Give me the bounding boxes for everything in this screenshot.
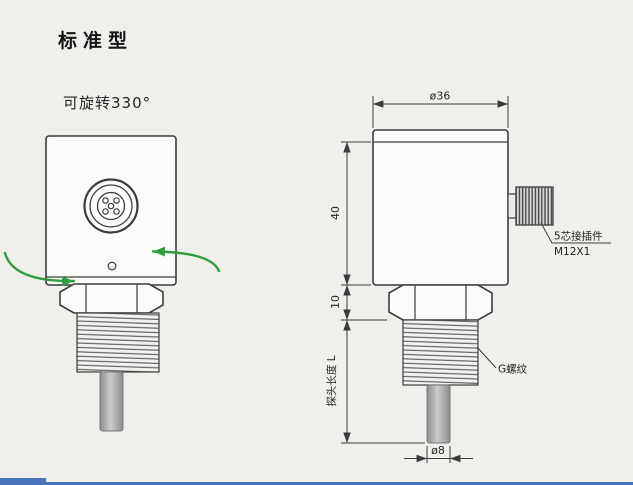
connector-label: 5芯接插件	[554, 230, 603, 243]
dim-label-probe-length: 探头长度 L	[325, 355, 338, 406]
dim-label-nut-height: 10	[329, 295, 342, 309]
side-body	[372, 129, 509, 286]
connector-leader-line	[540, 222, 611, 244]
front-connector	[83, 178, 139, 234]
bottom-window-edge	[0, 482, 633, 485]
side-connector	[507, 186, 554, 226]
connector-pin	[102, 208, 109, 215]
front-view	[3, 135, 221, 432]
connector-ring-mid	[89, 184, 133, 228]
thread-leader-line	[476, 346, 497, 369]
rotation-arrow-right	[151, 246, 221, 273]
dim-label-probe-diameter: ø8	[431, 444, 445, 457]
dim-label-diameter-top: ø36	[430, 90, 451, 103]
front-probe	[99, 371, 124, 432]
front-hex-nut	[59, 283, 164, 314]
bottom-window-edge-left	[0, 478, 46, 485]
connector-pin	[113, 197, 120, 204]
dim-diameter-top: ø36	[372, 90, 509, 128]
dim-label-body-height: 40	[329, 206, 342, 220]
connector-ring-inner	[96, 191, 126, 221]
side-probe	[426, 384, 451, 444]
rotation-arrow-left	[3, 251, 76, 287]
side-hex-nut	[388, 284, 493, 321]
front-led-indicator	[107, 261, 117, 271]
front-thread	[76, 312, 160, 373]
thread-label: G螺纹	[498, 363, 528, 376]
connector-pin	[113, 208, 120, 215]
connector-pin	[102, 197, 109, 204]
side-thread	[402, 319, 479, 386]
connector-pin	[107, 202, 115, 210]
page-title: 标准型	[58, 30, 134, 52]
dim-probe-diameter: ø8	[404, 444, 473, 463]
connector-spec-label: M12X1	[554, 246, 590, 258]
side-view: ø36 5芯接插件 M12X1 40 10	[325, 90, 611, 463]
rotation-note: 可旋转330°	[63, 94, 152, 112]
